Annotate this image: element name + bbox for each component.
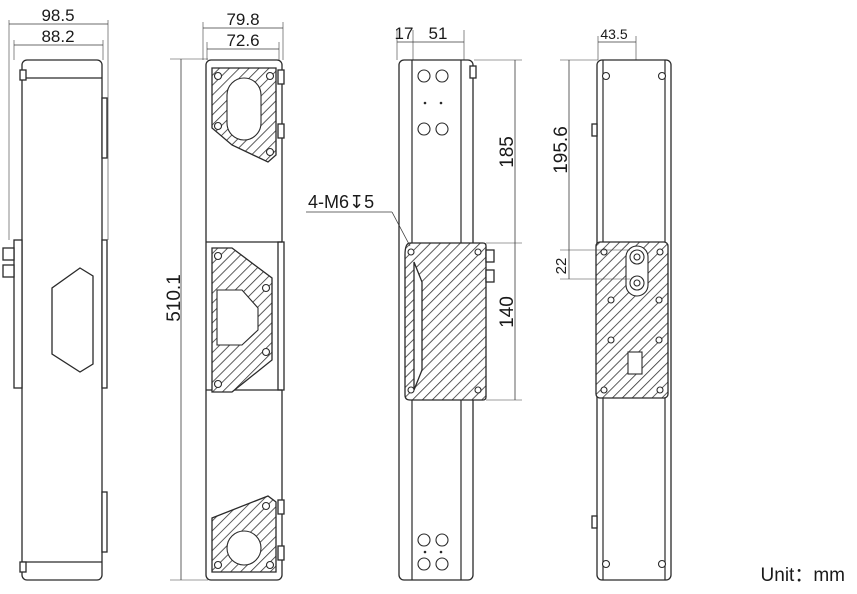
dim-51-label: 51 bbox=[429, 24, 448, 43]
unit-label: Unit：mm bbox=[760, 565, 845, 586]
dim-185-label: 185 bbox=[497, 136, 518, 168]
rear-view: 43.5 195.6 22 bbox=[551, 26, 672, 581]
dim-195-6-label: 195.6 bbox=[551, 126, 572, 174]
dim-140-label: 140 bbox=[497, 296, 518, 328]
dim-22-label: 22 bbox=[553, 258, 570, 275]
dim-98-5-label: 98.5 bbox=[41, 6, 74, 25]
dim-43-5-label: 43.5 bbox=[600, 26, 627, 42]
dim-17-label: 17 bbox=[395, 24, 414, 43]
side-view: 17 51 185 140 4-M6↧5 bbox=[306, 24, 522, 581]
dim-72-6-label: 72.6 bbox=[226, 31, 259, 50]
thread-callout-label: 4-M6↧5 bbox=[308, 192, 374, 212]
front-view: 79.8 72.6 510.1 bbox=[164, 10, 285, 581]
dim-510-1-label: 510.1 bbox=[164, 274, 185, 322]
left-view: 98.5 88.2 bbox=[2, 6, 109, 581]
dim-79-8-label: 79.8 bbox=[226, 10, 259, 29]
dim-88-2-label: 88.2 bbox=[41, 27, 74, 46]
